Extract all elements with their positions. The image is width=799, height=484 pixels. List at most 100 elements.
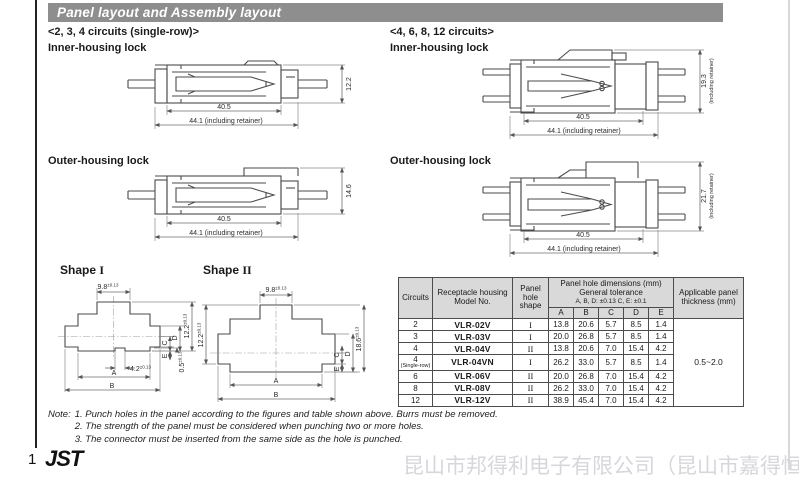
dimension-lines [154, 167, 345, 240]
col-header-d: D [623, 307, 649, 319]
cell-d: 15.4 [623, 369, 649, 383]
col-header-a: A [548, 307, 574, 319]
cell-circuits: 4(Single-row) [398, 354, 433, 371]
dimension-lines [64, 289, 195, 393]
dim-overall: 44.1 (including retainer) [189, 118, 263, 125]
right-margin-rule [788, 0, 790, 470]
dim-height: 19.3 [701, 74, 708, 88]
cell-circuits: 12 [398, 393, 433, 407]
dims-tolerance-2: A, B, D: ±0.13 C, E: ±0.1 [575, 297, 647, 305]
circuits-number: 4 [413, 355, 418, 364]
drawing-sr-outer-housing-lock: 40.5 44.1 (including retainer) 14.6 [127, 167, 353, 241]
dim-height-note: (including retainer) [709, 58, 715, 104]
dim-c: C [334, 352, 341, 357]
dim-e: E [162, 353, 169, 358]
dim-height: 21.7 [701, 189, 708, 203]
connector-outline [127, 60, 328, 104]
dim-width: 40.5 [576, 232, 590, 239]
cell-a: 38.9 [548, 393, 574, 407]
drawing-shape2-punch-hole: 9.8±0.13 12.2±0.13 C E D 18.6±0.13 A B [197, 286, 367, 402]
dim-overall: 44.1 (including retainer) [547, 128, 621, 135]
note-item-1: 1. Punch holes in the panel according to… [74, 409, 498, 420]
notes-block: Note: 1. Punch holes in the panel accord… [48, 409, 498, 446]
cell-a: 13.8 [548, 318, 574, 331]
shape1-word: Shape [60, 263, 97, 277]
dims-tolerance-1: General tolerance [579, 287, 643, 297]
cell-b: 45.4 [573, 393, 599, 407]
cell-d: 15.4 [623, 381, 649, 395]
dim-overall: 44.1 (including retainer) [189, 230, 263, 237]
extension-lines [509, 49, 704, 139]
cell-shape: II [512, 393, 549, 407]
cell-model: VLR-03V [432, 330, 513, 343]
panel-hole-dimensions-table: Circuits Receptacle housing Model No. Pa… [398, 277, 744, 407]
dim-notch-depth: 0.5±0.13 [178, 351, 187, 372]
cell-model: VLR-02V [432, 318, 513, 331]
dim-left-height: 12.2±0.13 [197, 322, 206, 347]
dim-d: D [172, 335, 179, 340]
col-header-dimensions: Panel hole dimensions (mm) General toler… [548, 277, 674, 308]
table-row: 4 VLR-04V II 13.8 20.6 7.0 15.4 4.2 [398, 342, 744, 355]
cell-b: 26.8 [573, 330, 599, 343]
cell-d: 15.4 [623, 393, 649, 407]
dim-notch-width: 4.2±0.13 [130, 365, 151, 374]
cell-model: VLR-08V [432, 381, 513, 395]
col-header-thickness: Applicable panel thickness (mm) [673, 277, 744, 319]
cell-d: 15.4 [623, 342, 649, 355]
col-header-shape: Panel hole shape [512, 277, 549, 319]
cell-d: 8.5 [623, 354, 649, 371]
cell-c: 7.0 [598, 369, 624, 383]
shape1-numeral: I [99, 263, 105, 277]
dim-e: E [334, 366, 341, 371]
cell-e: 4.2 [648, 342, 674, 355]
cell-e: 4.2 [648, 381, 674, 395]
cell-shape: I [512, 354, 549, 371]
dim-d: D [345, 351, 352, 356]
dimension-lines [203, 292, 367, 402]
dim-height-note: (including retainer) [709, 173, 715, 219]
dims-title: Panel hole dimensions (mm) [560, 279, 662, 289]
drawing-sr-inner-housing-lock: 40.5 44.1 (including retainer) 12.2 [127, 60, 353, 129]
center-lines [58, 296, 166, 358]
dim-b: B [110, 383, 115, 390]
col-header-e: E [648, 307, 674, 319]
note-item-2: 2. The strength of the panel must be con… [74, 421, 424, 433]
cell-c: 7.0 [598, 381, 624, 395]
dim-overall: 44.1 (including retainer) [547, 246, 621, 253]
cell-circuits: 8 [398, 381, 433, 395]
notes-prefix: Note: [48, 409, 71, 420]
cell-circuits: 6 [398, 369, 433, 383]
table-row: 2 VLR-02V I 13.8 20.6 5.7 8.5 1.4 0.5~2.… [398, 318, 744, 407]
cell-thickness: 0.5~2.0 [673, 318, 744, 407]
shape2-numeral: II [242, 263, 252, 277]
dimension-lines [154, 64, 345, 128]
connector-outline [482, 49, 686, 114]
label-dr-inner-lock: Inner-housing lock [390, 42, 489, 54]
center-lines [210, 298, 342, 378]
cell-e: 1.4 [648, 318, 674, 331]
page-title: Panel layout and Assembly layout [48, 3, 723, 22]
label-sr-outer-lock: Outer-housing lock [48, 155, 149, 167]
cell-c: 5.7 [598, 318, 624, 331]
cell-model: VLR-04VN [432, 354, 513, 371]
cell-b: 20.6 [573, 342, 599, 355]
dim-height: 12.2 [346, 77, 353, 91]
dimension-lines [509, 49, 703, 138]
company-watermark: 昆山市邦得利电子有限公司（昆山市嘉得恒） [403, 455, 799, 478]
dim-height: 14.6 [346, 184, 353, 198]
cell-c: 5.7 [598, 354, 624, 371]
drawing-dr-inner-housing-lock: 40.5 44.1 (including retainer) 19.3 (inc… [482, 49, 715, 139]
punch-hole-outline [217, 304, 336, 373]
shape2-label: Shape II [203, 263, 252, 278]
cell-a: 20.0 [548, 330, 574, 343]
label-sr-inner-lock: Inner-housing lock [48, 42, 147, 54]
connector-outline [482, 161, 686, 232]
cell-b: 26.8 [573, 369, 599, 383]
heading-double-row: <4, 6, 8, 12 circuits> [390, 26, 494, 38]
cell-a: 13.8 [548, 342, 574, 355]
cell-a: 20.0 [548, 369, 574, 383]
cell-model: VLR-06V [432, 369, 513, 383]
cell-shape: I [512, 330, 549, 343]
dim-b: B [274, 392, 279, 399]
